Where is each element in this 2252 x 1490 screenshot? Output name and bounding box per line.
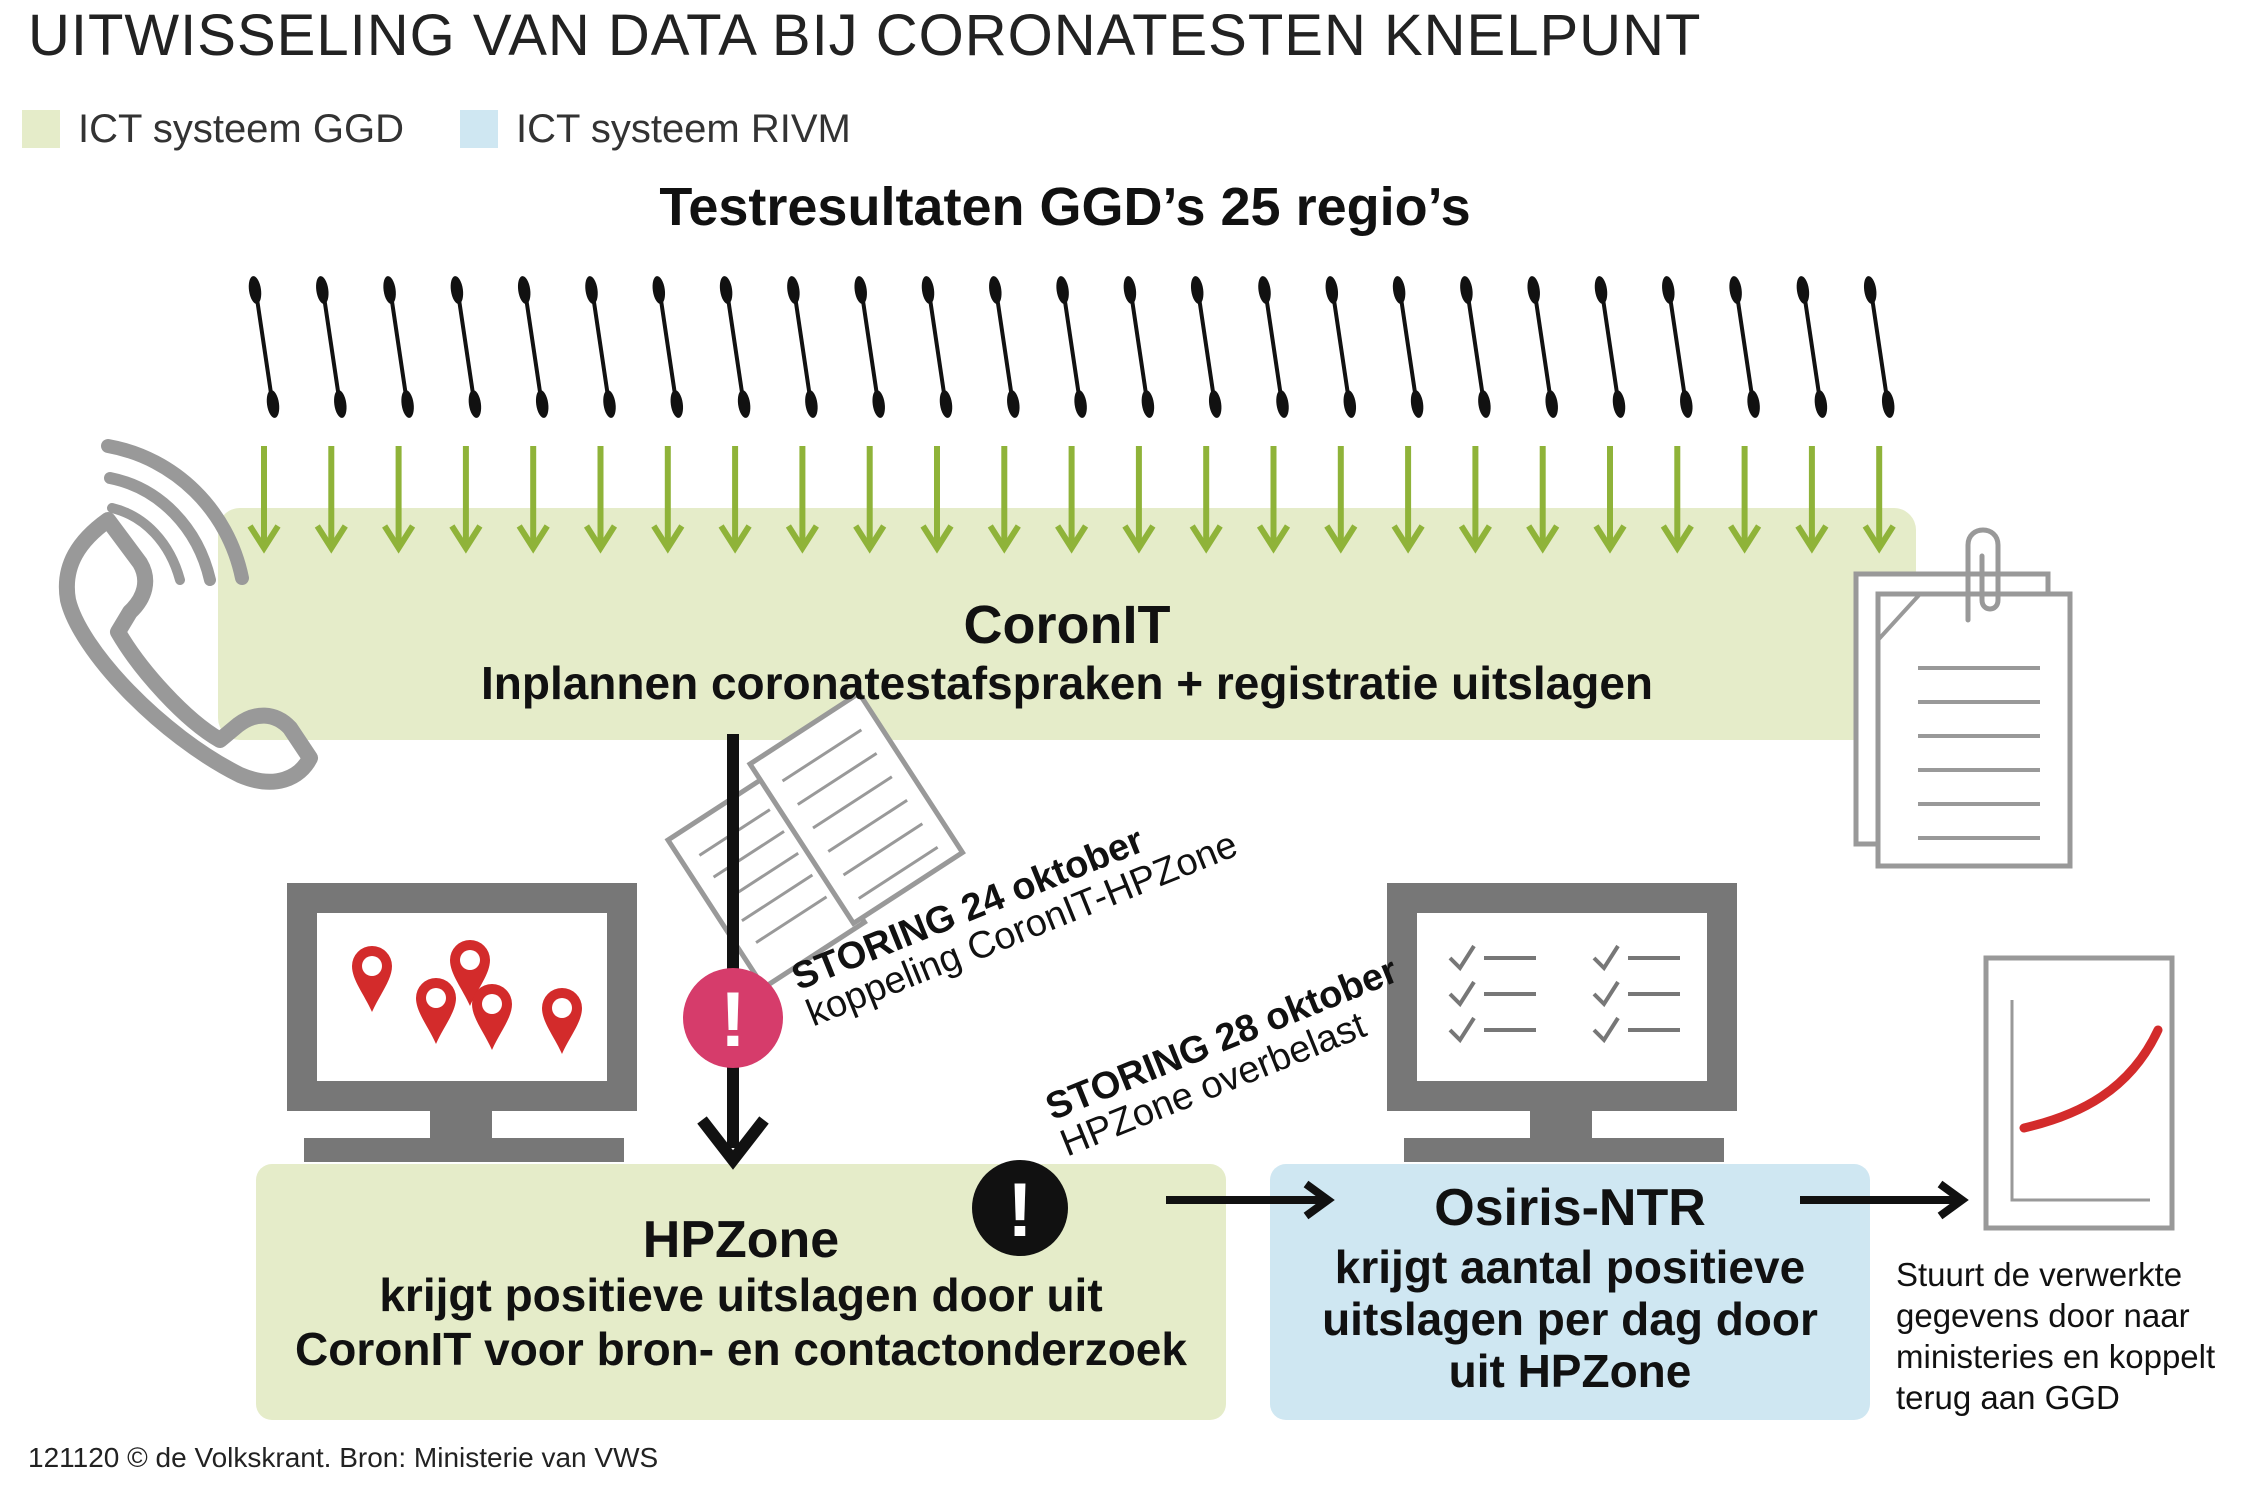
swab-icon [921, 276, 953, 418]
arrow-hpzone-to-osiris [1166, 1180, 1335, 1220]
green-arrow-icon [1862, 446, 1896, 554]
page-title: UITWISSELING VAN DATA BIJ CORONATESTEN K… [28, 3, 1702, 68]
green-arrow-icon [1728, 446, 1762, 554]
chart-icon [1983, 955, 2175, 1231]
swab-icon [585, 276, 616, 418]
legend-label-rivm: ICT systeem RIVM [516, 106, 851, 151]
swab-icon [1392, 276, 1424, 418]
swab-icon [1056, 276, 1087, 418]
swab-icon [989, 276, 1020, 418]
green-arrow-icon [516, 446, 550, 554]
green-arrow-icon [718, 446, 752, 554]
swab-icon [1594, 276, 1626, 418]
hpzone-description-line1: krijgt positieve uitslagen door uit [379, 1269, 1103, 1321]
green-arrow-icon [1458, 446, 1492, 554]
swab-icon [1796, 276, 1828, 418]
side-note-line: Stuurt de verwerkte [1896, 1256, 2183, 1293]
green-arrow-icon [449, 446, 483, 554]
coronit-description: Inplannen coronatestafspraken + registra… [480, 657, 1654, 709]
swab-icon [652, 276, 684, 418]
osiris-title: Osiris-NTR [1434, 1179, 1706, 1237]
swab-icon [1258, 276, 1289, 418]
map-pin-icon [352, 946, 392, 1012]
swab-icon [248, 276, 280, 418]
documents-icon [1853, 527, 2073, 869]
side-note-line: terug aan GGD [1896, 1379, 2120, 1416]
legend-swatch-rivm [460, 110, 498, 148]
green-arrow-icon [1660, 446, 1694, 554]
green-arrow-icon [1593, 446, 1627, 554]
green-arrow-icon [1055, 446, 1089, 554]
green-arrow-icon [1189, 446, 1223, 554]
map-pin-icon [450, 940, 490, 1006]
diagram-subtitle: Testresultaten GGD’s 25 regio’s [659, 177, 1471, 237]
monitor-checklist-icon [1387, 883, 1737, 1162]
swab-icon [1325, 276, 1357, 418]
alert-icon-storing2: ! [972, 1160, 1068, 1256]
legend-item-rivm: ICT systeem RIVM [460, 104, 851, 154]
green-arrow-icon [853, 446, 887, 554]
swab-icon [1527, 276, 1558, 418]
green-arrow-icon [1391, 446, 1425, 554]
green-arrow-icon [785, 446, 819, 554]
swab-icon [450, 276, 482, 418]
green-arrow-icon [314, 446, 348, 554]
phone-icon [58, 439, 318, 790]
map-pin-icons [352, 940, 582, 1054]
swab-icon [787, 276, 818, 418]
green-arrow-icon [1256, 446, 1291, 554]
arrow-osiris-to-chart [1800, 1180, 1969, 1220]
legend-item-ggd: ICT systeem GGD [22, 104, 404, 154]
alert-icon-storing1: ! [683, 968, 783, 1068]
svg-text:!: ! [1007, 1168, 1032, 1253]
green-arrow-icon [583, 446, 618, 554]
side-note-line: ministeries en koppelt [1896, 1338, 2216, 1375]
map-pin-icon [542, 988, 582, 1054]
legend-swatch-ggd [22, 110, 60, 148]
swab-icon [1190, 276, 1222, 418]
green-arrow-icon [1526, 446, 1560, 554]
swab-icon [719, 276, 751, 418]
swab-icon [1863, 276, 1895, 418]
swab-icon [383, 276, 414, 418]
coronit-title: CoronIT [963, 595, 1171, 655]
swab-icon [1123, 276, 1155, 418]
side-note-line: gegevens door naar [1896, 1297, 2190, 1334]
documents-flying-icon [664, 689, 966, 992]
osiris-box [1270, 1164, 1870, 1420]
monitor-map-icon [287, 883, 637, 1162]
side-note: Stuurt de verwerkte gegevens door naar m… [1896, 1254, 2215, 1418]
swab-icon [1662, 276, 1693, 418]
swab-icon [1729, 276, 1760, 418]
green-arrow-icon [1795, 446, 1829, 554]
source-credit: 121120 © de Volkskrant. Bron: Ministerie… [28, 1442, 659, 1473]
hpzone-title: HPZone [642, 1211, 840, 1269]
swab-icons [248, 276, 1895, 418]
hpzone-description-line2: CoronIT voor bron- en contactonderzoek [295, 1323, 1187, 1375]
green-arrow-icon [247, 446, 281, 554]
swab-icon [517, 276, 549, 418]
swab-icon [1460, 276, 1491, 418]
green-arrow-icon [920, 446, 954, 554]
coronit-box [218, 508, 1916, 740]
swab-icon [316, 276, 347, 418]
green-arrow-icon [987, 446, 1021, 554]
map-pin-icon [472, 984, 512, 1050]
green-arrow-icons [247, 446, 1896, 554]
svg-text:!: ! [720, 975, 746, 1063]
green-arrow-icon [1122, 446, 1156, 554]
swab-icon [854, 276, 885, 418]
legend-label-ggd: ICT systeem GGD [78, 106, 404, 151]
arrow-coronit-to-hpzone [697, 734, 769, 1170]
green-arrow-icon [1324, 446, 1358, 554]
green-arrow-icon [382, 446, 416, 554]
green-arrow-icon [651, 446, 685, 554]
osiris-description-line3: uit HPZone [1448, 1345, 1692, 1397]
osiris-description-line1: krijgt aantal positieve [1334, 1241, 1806, 1293]
map-pin-icon [416, 978, 456, 1044]
osiris-description-line2: uitslagen per dag door [1322, 1293, 1818, 1345]
